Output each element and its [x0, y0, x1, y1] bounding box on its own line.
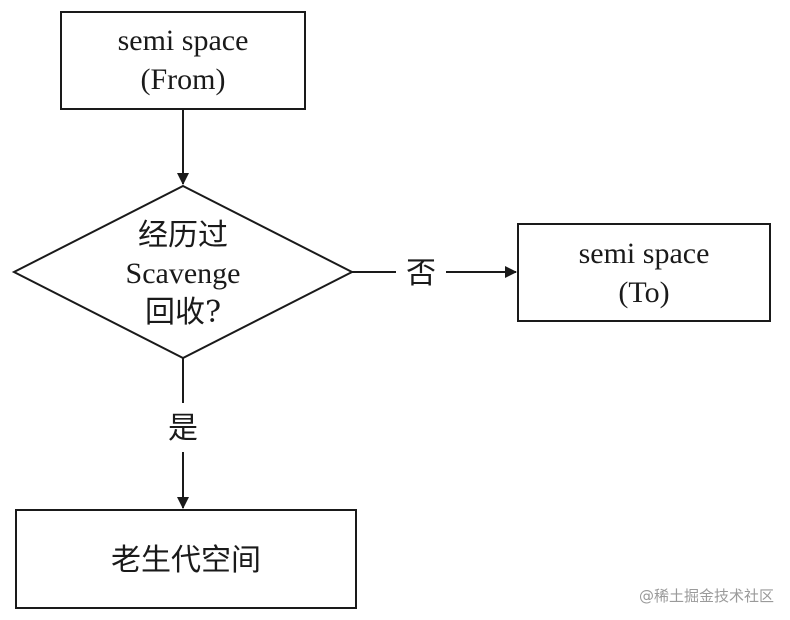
- decision-line2: Scavenge: [126, 257, 241, 290]
- from-line2: (From): [141, 63, 226, 96]
- edge-no-label: 否: [406, 256, 436, 291]
- decision-line3: 回收?: [145, 295, 221, 330]
- decision-node: 经历过 Scavenge 回收?: [11, 184, 355, 360]
- old-gen-node: 老生代空间: [15, 509, 357, 609]
- to-node: semi space (To): [517, 223, 771, 322]
- from-line1: semi space: [118, 24, 249, 57]
- watermark-text: @稀土掘金技术社区: [638, 587, 774, 605]
- edge-yes-label: 是: [168, 411, 198, 446]
- old-gen-box: [15, 509, 357, 609]
- old-gen-label: 老生代空间: [111, 543, 261, 578]
- to-box: [517, 223, 771, 322]
- decision-line1: 经历过: [138, 218, 228, 253]
- edge-no: 否: [352, 256, 517, 291]
- to-line2: (To): [618, 276, 669, 309]
- to-line1: semi space: [579, 237, 710, 270]
- from-node: semi space (From): [60, 11, 306, 110]
- edge-yes: 是: [168, 358, 198, 509]
